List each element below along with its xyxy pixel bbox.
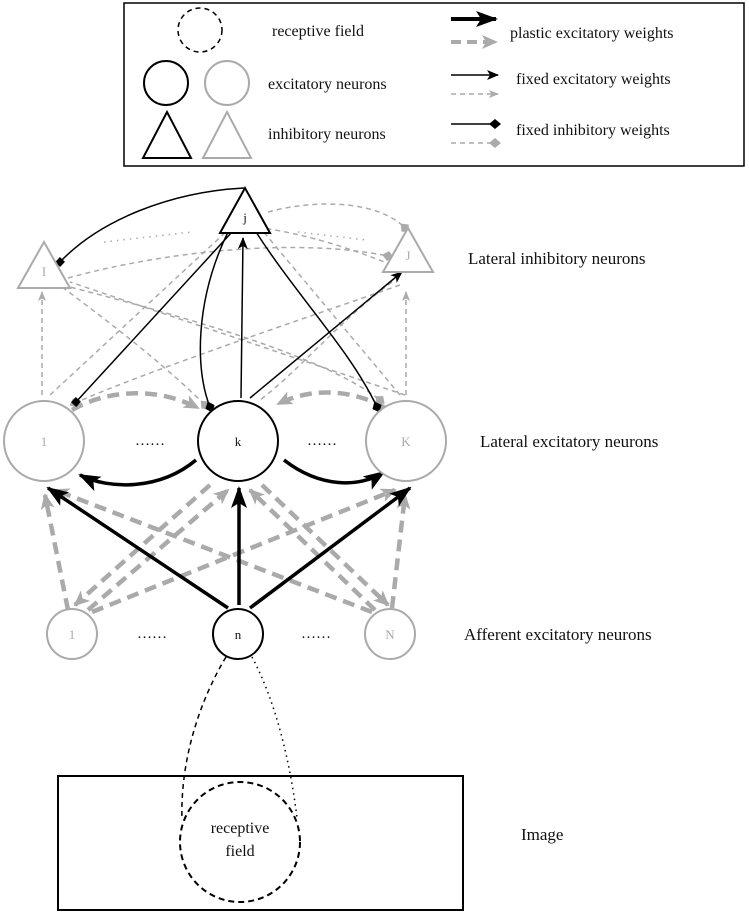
receptive-field-label-line2: field [225, 843, 254, 860]
legend-box [123, 2, 745, 167]
rf-projection-left [181, 656, 227, 821]
label-image: Image [521, 825, 563, 844]
lateral-excitatory-layer: 1 …… k …… K [3, 400, 447, 482]
afferent-neuron-n [212, 608, 264, 660]
gray-aff-1-to-ex1 [40, 493, 71, 611]
gray-plastic-K-to-k [276, 390, 387, 410]
lateral-inhibitory-layer: I j J [16, 185, 435, 289]
inh-j-to-K [255, 231, 382, 413]
layer-labels: Lateral inhibitory neurons Lateral excit… [464, 249, 658, 844]
excitatory-ellipsis-right: …… [307, 433, 337, 449]
excitatory-neuron-K [365, 400, 447, 482]
gray-aff-N-to-k [248, 488, 377, 612]
afferent-neuron-1 [46, 608, 98, 660]
excitatory-neuron-1 [3, 400, 85, 482]
receptive-field-label-line1: receptive [211, 820, 270, 837]
gray-inh-I-to-K [61, 284, 385, 404]
receptive-field-circle [179, 781, 301, 903]
gray-inh-J-to-j [246, 221, 393, 266]
gray-exc-k-to-aff1 [73, 483, 212, 607]
legend-plastic-label: plastic excitatory weights [510, 25, 674, 42]
inhibitory-dots-right [297, 231, 367, 241]
exc-k-to-J [249, 271, 403, 399]
label-lateral-inhibitory: Lateral inhibitory neurons [468, 249, 646, 268]
gray-inh-J-to-k [259, 281, 393, 401]
active-connections [46, 187, 412, 610]
inhibitory-neuron-j-label: j [242, 210, 247, 225]
gray-inh-arc-top [267, 203, 410, 233]
plastic-n-to-exK [248, 486, 412, 610]
legend-excitatory-black-symbol [143, 60, 189, 106]
inhibitory-neuron-I-label: I [42, 264, 46, 279]
inhibitory-neuron-I [16, 239, 72, 289]
gray-exc-K-to-I [69, 281, 406, 396]
gray-aff-1-to-K [91, 487, 397, 615]
afferent-neuron-1-label: 1 [69, 627, 76, 642]
legend: receptive field excitatory neurons inhib… [123, 2, 745, 167]
plastic-n-to-ex1 [46, 486, 229, 610]
excitatory-neuron-1-label: 1 [41, 434, 48, 449]
inhibitory-neuron-j [218, 185, 272, 234]
legend-receptive-field-symbol [177, 7, 223, 53]
gray-exc-k-to-affN [260, 483, 390, 607]
afferent-neuron-n-label: n [235, 627, 242, 642]
exc-k-to-j [237, 237, 248, 399]
gray-inh-arc-I-J [67, 246, 394, 279]
legend-inhibitory-black-symbol [141, 109, 193, 159]
legend-inhibitory-gray-symbol [201, 109, 253, 159]
image-section: receptive field [57, 656, 464, 911]
inhibitory-neuron-J [381, 225, 435, 273]
afferent-ellipsis-left: …… [137, 626, 167, 642]
image-frame [57, 775, 464, 911]
excitatory-ellipsis-left: …… [135, 433, 165, 449]
inhibitory-dots-left [103, 231, 193, 243]
rf-projection-right [251, 656, 298, 819]
inh-j-to-I [55, 187, 245, 267]
inh-j-to-ex1 [71, 231, 233, 407]
excitatory-neuron-K-label: K [401, 434, 411, 449]
legend-fixed-excitatory-label: fixed excitatory weights [516, 71, 671, 88]
inhibitory-neuron-J-label: J [405, 248, 410, 263]
afferent-neuron-N [364, 608, 416, 660]
afferent-neuron-N-label: N [385, 627, 395, 642]
inh-j-to-k [199, 231, 229, 413]
legend-fixed-inhibitory-label: fixed inhibitory weights [516, 122, 670, 139]
label-afferent-excitatory: Afferent excitatory neurons [464, 625, 652, 644]
legend-receptive-field-label: receptive field [272, 23, 364, 40]
gray-plastic-1-to-k [70, 391, 200, 412]
afferent-excitatory-layer: 1 …… n …… N [46, 608, 416, 660]
plastic-k-to-ex1 [78, 458, 198, 492]
legend-excitatory-gray-symbol [204, 60, 250, 106]
gray-aff-1-to-k [86, 488, 230, 612]
gray-inh-J-to-1 [69, 284, 401, 408]
legend-inhibitory-label: inhibitory neurons [268, 126, 386, 143]
gray-inh-I-to-k [61, 286, 210, 410]
legend-excitatory-label: excitatory neurons [268, 76, 387, 93]
gray-aff-N-to-exK [389, 493, 411, 609]
excitatory-neuron-k [197, 400, 279, 482]
excitatory-neuron-k-label: k [235, 434, 242, 449]
gray-exc-1-to-j [49, 229, 229, 396]
plastic-k-to-exK [282, 458, 386, 490]
label-lateral-excitatory: Lateral excitatory neurons [480, 432, 658, 451]
inactive-connections [38, 203, 411, 615]
afferent-ellipsis-right: …… [301, 626, 331, 642]
